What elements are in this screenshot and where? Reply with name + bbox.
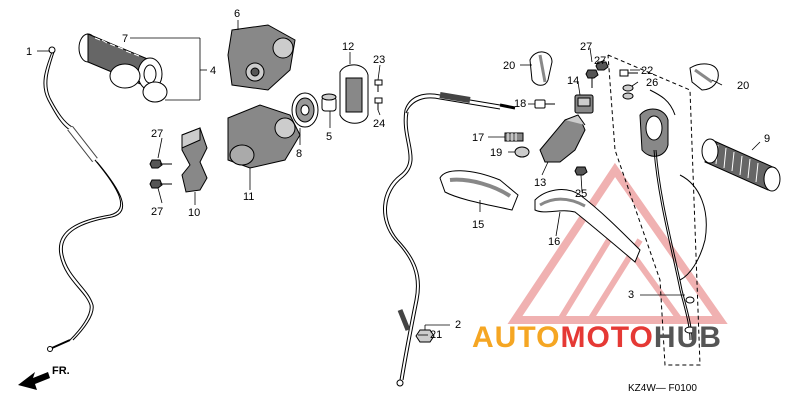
kill-switch-wire	[649, 89, 696, 341]
clutch-cable	[383, 92, 516, 387]
callout-15: 15	[472, 219, 484, 231]
watermark-hub: HUB	[654, 321, 722, 354]
callout-16: 16	[548, 236, 560, 248]
cable-band-20b	[689, 63, 719, 91]
bolt-27d-icon	[595, 61, 609, 71]
assembly-outline	[607, 54, 701, 366]
callout-7: 7	[122, 33, 128, 45]
bolt-27a-icon	[149, 159, 172, 169]
screw-22-icon	[619, 69, 638, 77]
watermark-auto: AUTO	[472, 321, 560, 354]
callout-3: 3	[628, 289, 634, 301]
front-arrow-icon: FR.	[18, 365, 70, 390]
callout-12: 12	[342, 41, 354, 53]
callout-17: 17	[472, 132, 484, 144]
leader-lines	[37, 20, 761, 336]
throttle-holder	[181, 127, 208, 193]
callout-4: 4	[210, 65, 216, 77]
pivot-bolt-18-icon	[534, 99, 555, 109]
callout-5: 5	[326, 131, 332, 143]
clutch-lever	[534, 189, 641, 263]
callout-27-a: 27	[151, 128, 163, 140]
callout-27-d: 27	[594, 55, 606, 67]
callout-6: 6	[234, 8, 240, 20]
svg-text:AUTOMOTOHUB: AUTOMOTOHUB	[472, 321, 722, 354]
throttle-pulley	[291, 92, 319, 128]
callout-21: 21	[430, 329, 442, 341]
front-label: FR.	[52, 365, 70, 377]
collar	[321, 93, 337, 112]
clutch-bracket	[539, 114, 586, 163]
callout-27-b: 27	[151, 206, 163, 218]
screw-24-icon	[374, 97, 383, 110]
callout-25: 25	[575, 188, 587, 200]
throttle-grip	[78, 33, 168, 103]
washer-26-icon	[622, 84, 634, 100]
watermark-logo: AUTOMOTOHUB	[472, 321, 722, 354]
callout-27-c: 27	[580, 41, 592, 53]
callout-11: 11	[243, 191, 254, 203]
callout-10: 10	[188, 207, 200, 219]
left-grip	[701, 138, 781, 192]
callout-22: 22	[641, 65, 653, 77]
throttle-housing-lower	[227, 104, 301, 169]
callout-2: 2	[455, 319, 461, 331]
bolt-25-icon	[574, 166, 588, 176]
nut-19-icon	[514, 146, 530, 158]
bolt-27b-icon	[149, 179, 172, 189]
callout-26: 26	[646, 77, 658, 89]
callout-9: 9	[764, 133, 770, 145]
callout-14: 14	[567, 75, 579, 87]
throttle-cover	[339, 64, 369, 124]
callout-20-left: 20	[503, 60, 515, 72]
throttle-cable	[43, 46, 124, 352]
callout-23: 23	[373, 54, 385, 66]
callout-18: 18	[514, 98, 526, 110]
lever-guard	[439, 170, 519, 211]
callout-20-right: 20	[737, 80, 749, 92]
throttle-housing-upper	[227, 24, 296, 91]
diagram-code: KZ4W— F0100	[628, 383, 697, 394]
nut-21-icon	[415, 329, 435, 343]
callout-8: 8	[296, 148, 302, 160]
adjuster-17-icon	[504, 132, 524, 142]
callout-1: 1	[26, 46, 32, 58]
lever-cable-loop	[679, 174, 707, 281]
callout-19: 19	[490, 147, 502, 159]
clutch-switch	[574, 94, 594, 114]
watermark-moto: MOTO	[560, 321, 653, 354]
screw-23-icon	[374, 79, 383, 92]
callout-13: 13	[534, 177, 546, 189]
kill-switch	[639, 108, 669, 157]
callout-numbers: 1 2 3 4 5 6 7 8 9 10 11 12 13 14 15 16 1…	[26, 8, 770, 341]
bolt-27c-icon	[585, 69, 599, 88]
cable-band-20a	[529, 51, 553, 86]
callout-24: 24	[373, 118, 385, 130]
